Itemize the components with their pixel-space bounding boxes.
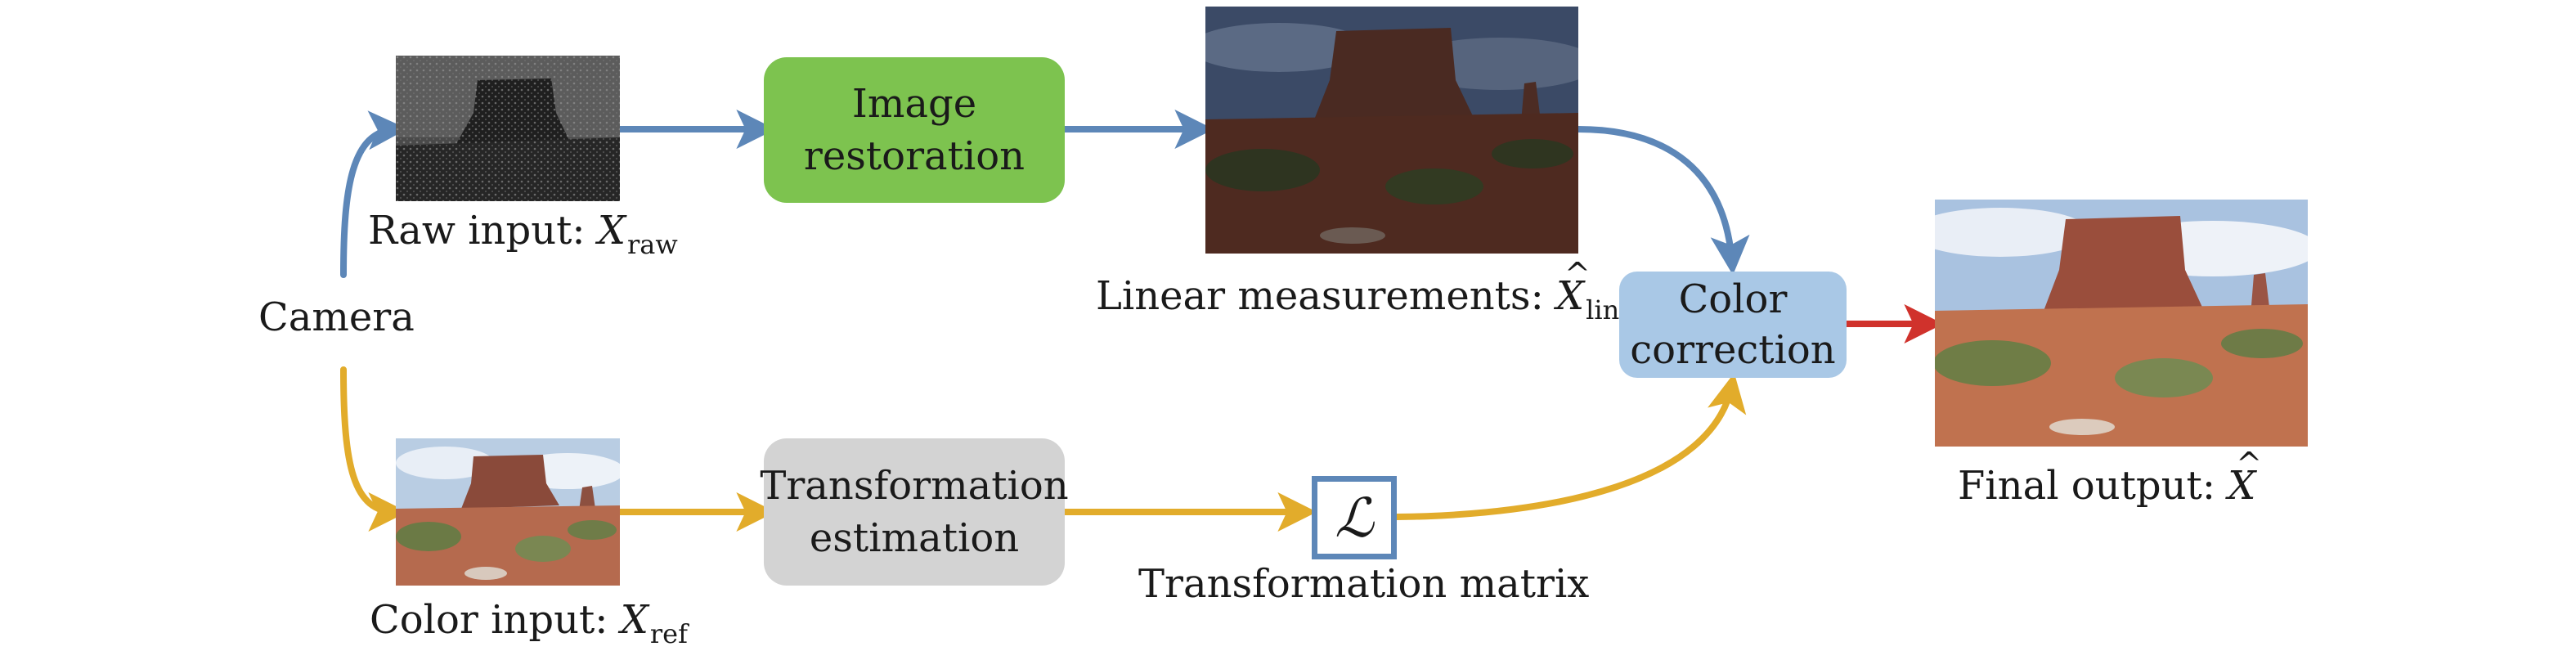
transformation-matrix-symbol: ℒ	[1335, 486, 1374, 550]
linear-measurements-prefix: Linear measurements:	[1096, 273, 1556, 319]
color-input-prefix: Color input:	[370, 597, 621, 643]
raw-input-symbol: X	[597, 208, 626, 254]
camera-label: Camera	[258, 294, 415, 340]
raw-input-subscript: raw	[627, 229, 678, 260]
image-restoration-box: Image restoration	[764, 57, 1065, 203]
linear-measurements-symbol: X	[1556, 258, 1591, 316]
final-output-label: Final output: X	[1958, 448, 2262, 505]
image-restoration-line1: Image	[851, 81, 977, 127]
arrow-linear-to-correction	[1575, 126, 1750, 276]
image-restoration-line2: restoration	[803, 133, 1025, 179]
color-input-subscript: ref	[649, 618, 688, 649]
color-correction-box: Color correction	[1619, 272, 1847, 378]
color-input-image	[396, 438, 620, 586]
transformation-estimation-line2: estimation	[809, 515, 1020, 561]
transformation-estimation-line1: Transformation	[760, 463, 1069, 509]
arrow-camera-to-raw	[340, 110, 408, 278]
final-output-symbol: X	[2228, 448, 2262, 505]
raw-input-image	[396, 56, 620, 201]
transformation-matrix-box: ℒ	[1312, 476, 1397, 559]
linear-measurements-subscript: lin	[1586, 294, 1620, 326]
color-correction-line1: Color	[1678, 276, 1788, 322]
linear-measurements-label: Linear measurements: Xlin	[1096, 258, 1619, 323]
arrow-matrix-to-correction	[1393, 372, 1747, 520]
color-input-symbol: X	[620, 597, 648, 643]
final-output-prefix: Final output:	[1958, 463, 2228, 509]
linear-measurements-image	[1205, 7, 1578, 254]
arrow-camera-to-ref	[340, 366, 408, 532]
transformation-matrix-label: Transformation matrix	[1138, 561, 1590, 607]
color-correction-line2: correction	[1630, 327, 1836, 373]
raw-input-prefix: Raw input:	[368, 208, 598, 254]
transformation-estimation-box: Transformation estimation	[760, 438, 1069, 586]
final-output-image	[1935, 200, 2308, 447]
raw-input-label: Raw input: Xraw	[368, 211, 678, 258]
color-input-label: Color input: Xref	[370, 597, 688, 647]
